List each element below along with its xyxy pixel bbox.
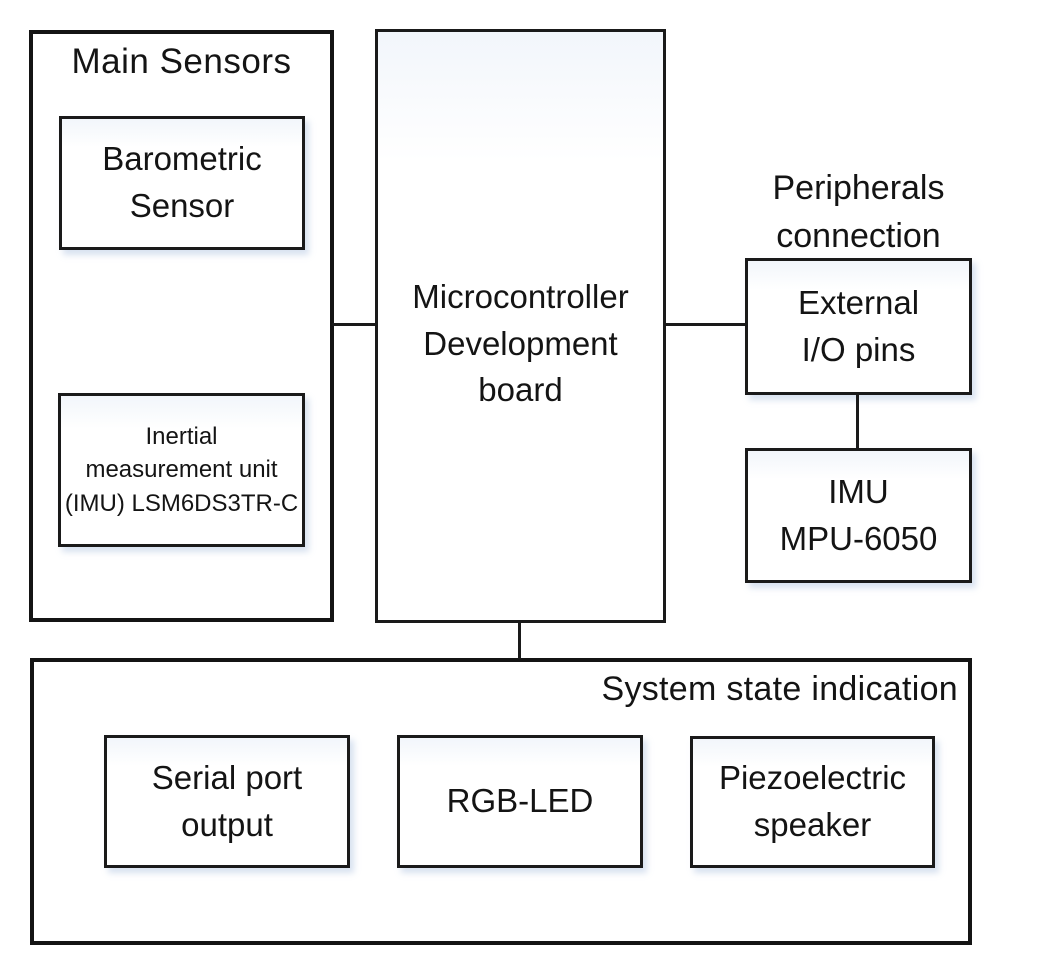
piezoelectric-speaker-label: Piezoelectric speaker	[718, 759, 907, 843]
connector-main-sensors-to-mcu	[332, 323, 376, 326]
piezoelectric-speaker-node: Piezoelectric speaker	[690, 736, 935, 868]
imu-lsm6ds3-node: Inertial measurement unit (IMU) LSM6DS3T…	[58, 393, 305, 547]
connector-mcu-to-external-io	[665, 323, 746, 326]
connector-external-io-to-imu-mpu	[856, 394, 859, 449]
microcontroller-board-node: Microcontroller Development board	[375, 29, 666, 623]
peripherals-connection-title: Peripherals connection	[772, 169, 945, 255]
serial-port-output-label: Serial port output	[151, 758, 303, 843]
main-sensors-title: Main Sensors	[71, 42, 292, 81]
system-state-title: System state indication	[601, 670, 958, 708]
external-io-pins-label: External I/O pins	[797, 283, 920, 368]
barometric-sensor-label: Barometric Sensor	[102, 140, 262, 224]
serial-port-output-node: Serial port output	[104, 735, 350, 868]
connector-mcu-to-system-state	[518, 622, 521, 659]
microcontroller-board-label: Microcontroller Development board	[412, 277, 629, 409]
imu-mpu6050-label: IMU MPU-6050	[779, 472, 938, 557]
imu-lsm6ds3-label: Inertial measurement unit (IMU) LSM6DS3T…	[64, 423, 299, 517]
barometric-sensor-node: Barometric Sensor	[59, 116, 305, 250]
rgb-led-node: RGB-LED	[397, 735, 643, 868]
external-io-pins-node: External I/O pins	[745, 258, 972, 395]
imu-mpu6050-node: IMU MPU-6050	[745, 448, 972, 583]
rgb-led-label: RGB-LED	[446, 782, 594, 820]
